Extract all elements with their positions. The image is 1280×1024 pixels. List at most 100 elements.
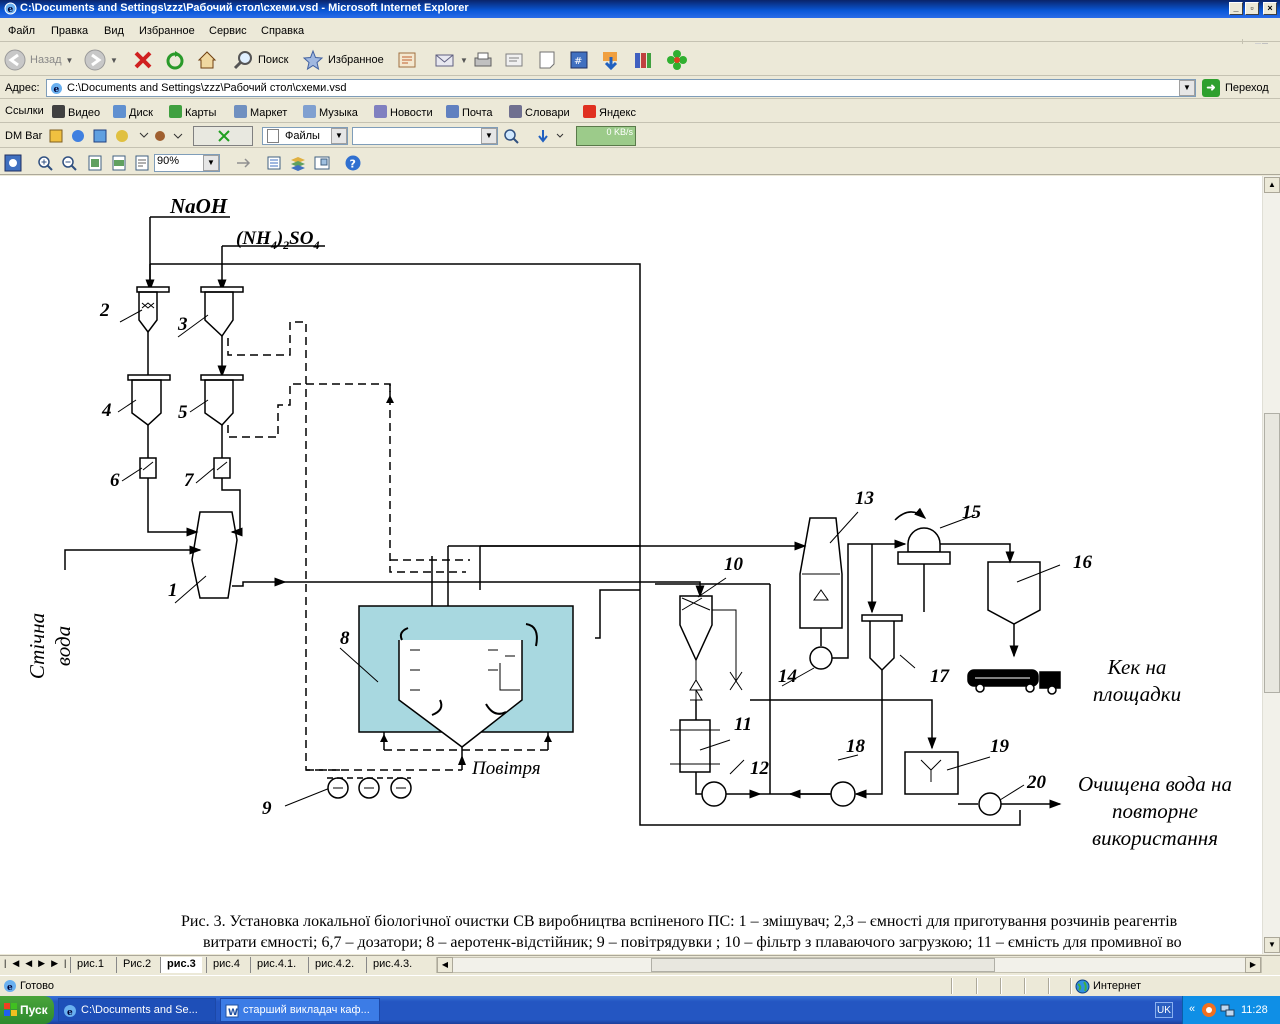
network-icon[interactable] bbox=[1220, 1002, 1236, 1018]
close-button[interactable]: × bbox=[1263, 2, 1277, 15]
label-7: 7 bbox=[184, 470, 194, 491]
link-maps[interactable]: Карты bbox=[169, 105, 216, 119]
tab-ris4-3[interactable]: рис.4.3. bbox=[366, 957, 418, 973]
search-button[interactable]: Поиск bbox=[232, 48, 288, 72]
dm-arrow-icon[interactable] bbox=[535, 128, 565, 144]
stop-button[interactable] bbox=[132, 48, 154, 72]
tab-ris3[interactable]: рис.3 bbox=[160, 957, 202, 973]
start-button[interactable]: Пуск bbox=[0, 996, 54, 1024]
disk-icon bbox=[113, 105, 126, 118]
files-combo[interactable]: Файлы ▼ bbox=[262, 127, 348, 145]
link-dictionaries[interactable]: Словари bbox=[509, 105, 570, 119]
back-button[interactable]: Назад ▼ bbox=[4, 48, 73, 72]
label-15: 15 bbox=[962, 502, 981, 523]
edit-button[interactable] bbox=[503, 48, 525, 72]
horizontal-scrollbar[interactable]: ◀ ▶ bbox=[436, 957, 1262, 973]
label-5: 5 bbox=[178, 402, 188, 423]
discuss-button[interactable] bbox=[536, 48, 558, 72]
maximize-button[interactable]: ▫ bbox=[1245, 2, 1259, 15]
menu-view[interactable]: Вид bbox=[104, 25, 124, 37]
mail-link-icon bbox=[446, 105, 459, 118]
icq-button[interactable] bbox=[666, 48, 688, 72]
tab-ris4-2[interactable]: рис.4.2. bbox=[308, 957, 360, 973]
label-6: 6 bbox=[110, 470, 120, 491]
dm-search-icon[interactable] bbox=[503, 128, 519, 144]
menu-file[interactable]: Файл bbox=[8, 25, 36, 37]
horizontal-scroll-thumb[interactable] bbox=[651, 958, 995, 972]
link-yandex[interactable]: Яндекс bbox=[583, 105, 636, 119]
vertical-scroll-thumb[interactable] bbox=[1264, 413, 1280, 693]
address-input[interactable]: e C:\Documents and Settings\zzz\Рабочий … bbox=[46, 79, 1196, 97]
label-4: 4 bbox=[102, 400, 112, 421]
menu-tools[interactable]: Сервис bbox=[209, 25, 247, 37]
pan-zoom-icon[interactable] bbox=[313, 154, 331, 172]
process-diagram bbox=[64, 216, 1062, 826]
tab-ris1[interactable]: рис.1 bbox=[70, 957, 110, 973]
scroll-down-button[interactable]: ▼ bbox=[1264, 937, 1280, 953]
language-indicator[interactable]: UK bbox=[1155, 1002, 1173, 1018]
standard-toolbar: Назад ▼ ▼ Поиск Избранное ▼ # bbox=[0, 44, 1280, 76]
link-mail[interactable]: Почта bbox=[446, 105, 493, 119]
tab-nav-arrows[interactable]: |◀◀▶▶| bbox=[4, 958, 73, 968]
label-10: 10 bbox=[724, 554, 743, 575]
link-disk[interactable]: Диск bbox=[113, 105, 153, 119]
zoom-select[interactable]: 90% ▼ bbox=[154, 154, 220, 172]
link-market[interactable]: Маркет bbox=[234, 105, 287, 119]
home-button[interactable] bbox=[196, 48, 218, 72]
dm-toolbar-icons[interactable] bbox=[48, 128, 188, 144]
tab-ris2[interactable]: Рис.2 bbox=[116, 957, 157, 973]
dm-search-combo[interactable]: ▼ bbox=[352, 127, 498, 145]
diagram-canvas[interactable]: NaOH (NH4)2SO4 2 3 4 5 6 7 1 8 9 10 11 1… bbox=[0, 176, 1262, 954]
scroll-left-button[interactable]: ◀ bbox=[437, 957, 453, 973]
fit-width-icon[interactable] bbox=[110, 154, 128, 172]
files-dropdown[interactable]: ▼ bbox=[331, 128, 347, 144]
tray-expand-icon[interactable]: « bbox=[1189, 1003, 1196, 1015]
help-icon[interactable]: ? bbox=[344, 154, 362, 172]
vertical-scrollbar[interactable]: ▲ ▼ bbox=[1262, 176, 1280, 954]
favorites-button[interactable]: Избранное bbox=[302, 48, 384, 72]
pan-icon[interactable] bbox=[234, 154, 252, 172]
link-video[interactable]: Видео bbox=[52, 105, 100, 119]
menu-help[interactable]: Справка bbox=[261, 25, 305, 37]
history-button[interactable] bbox=[396, 48, 418, 72]
messenger-button[interactable]: # bbox=[568, 48, 590, 72]
dm-search-dropdown[interactable]: ▼ bbox=[481, 128, 497, 144]
actual-size-icon[interactable] bbox=[133, 154, 151, 172]
go-arrow-icon[interactable]: ➜ bbox=[1202, 79, 1220, 97]
layers-icon[interactable] bbox=[289, 154, 307, 172]
svg-text:#: # bbox=[574, 56, 582, 67]
print-button[interactable] bbox=[472, 48, 494, 72]
video-icon bbox=[52, 105, 65, 118]
forward-button[interactable]: ▼ bbox=[84, 48, 118, 72]
zoom-out-icon[interactable] bbox=[60, 154, 78, 172]
menu-favorites[interactable]: Избранное bbox=[139, 25, 195, 37]
zoom-in-icon[interactable] bbox=[36, 154, 54, 172]
scroll-right-button[interactable]: ▶ bbox=[1245, 957, 1261, 973]
link-music[interactable]: Музыка bbox=[303, 105, 358, 119]
ie-icon: e bbox=[4, 2, 17, 15]
tab-ris4[interactable]: рис.4 bbox=[206, 957, 246, 973]
scroll-up-button[interactable]: ▲ bbox=[1264, 177, 1280, 193]
window-title: C:\Documents and Settings\zzz\Рабочий ст… bbox=[20, 2, 469, 14]
menu-edit[interactable]: Правка bbox=[51, 25, 89, 37]
dm-download-button[interactable] bbox=[193, 126, 253, 146]
properties-icon[interactable] bbox=[265, 154, 283, 172]
visio-icon[interactable] bbox=[4, 154, 22, 172]
minimize-button[interactable]: _ bbox=[1229, 2, 1243, 15]
download-button[interactable] bbox=[600, 48, 622, 72]
download-icon bbox=[603, 52, 618, 71]
tab-ris4-1[interactable]: рис.4.1. bbox=[250, 957, 302, 973]
taskbar-word-window[interactable]: W старший викладач каф... bbox=[220, 998, 380, 1022]
address-dropdown[interactable]: ▼ bbox=[1179, 80, 1195, 96]
tray-app-icon[interactable] bbox=[1201, 1002, 1217, 1018]
books-button[interactable] bbox=[632, 48, 654, 72]
refresh-button[interactable] bbox=[164, 48, 186, 72]
taskbar-ie-window[interactable]: e C:\Documents and Se... bbox=[58, 998, 216, 1022]
zoom-dropdown[interactable]: ▼ bbox=[203, 155, 219, 171]
mail-button[interactable]: ▼ bbox=[434, 48, 468, 72]
search-label: Поиск bbox=[258, 54, 289, 66]
fit-page-icon[interactable] bbox=[86, 154, 104, 172]
link-news[interactable]: Новости bbox=[374, 105, 433, 119]
go-button[interactable]: Переход bbox=[1225, 82, 1269, 94]
label-16: 16 bbox=[1073, 552, 1092, 573]
